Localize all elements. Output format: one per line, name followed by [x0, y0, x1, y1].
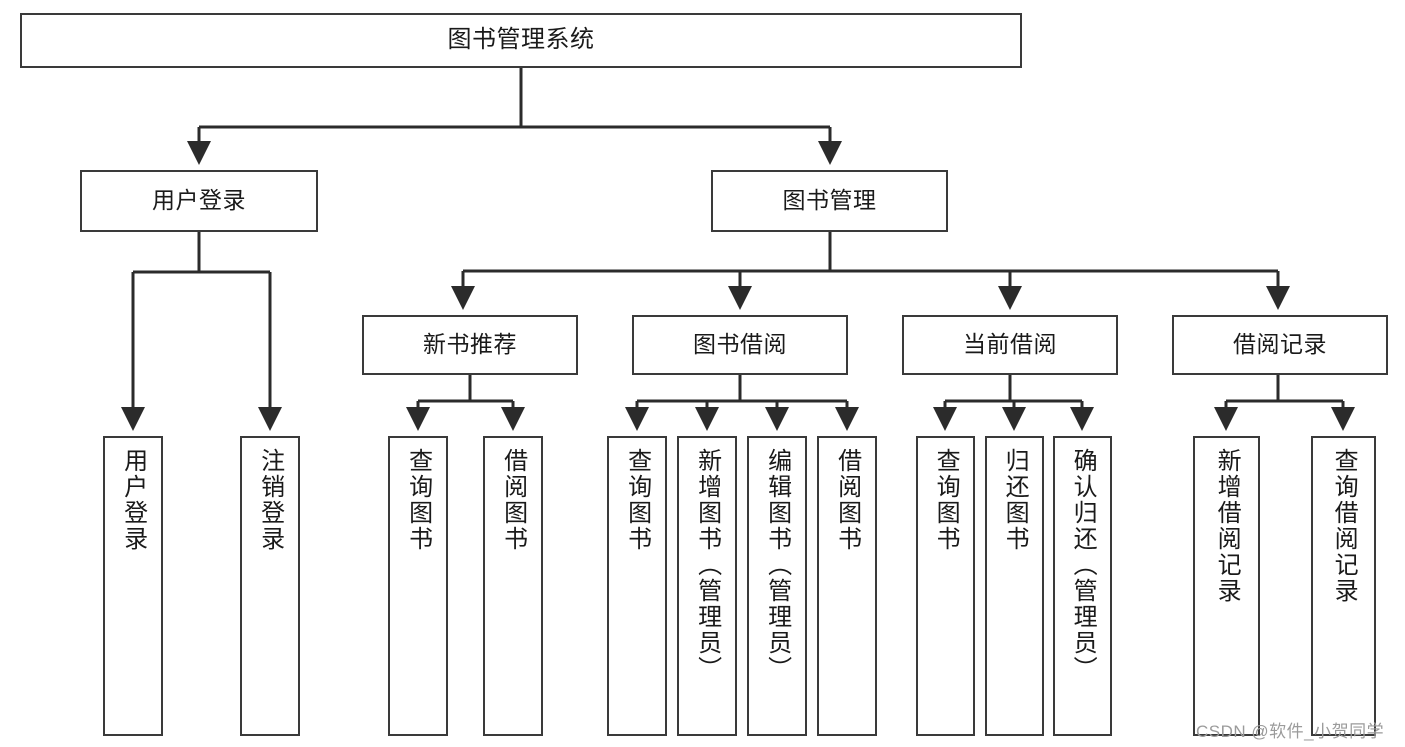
node-leaf-query-book-3-label: 查询图书 [932, 448, 960, 552]
node-user-login-label: 用户登录 [152, 187, 246, 214]
node-leaf-add-book[interactable]: 新增图书（管理员） [677, 436, 737, 736]
node-leaf-query-book-3[interactable]: 查询图书 [916, 436, 975, 736]
node-leaf-query-book-1-label: 查询图书 [404, 448, 432, 552]
node-leaf-add-record-label: 新增借阅记录 [1213, 448, 1241, 604]
node-leaf-add-record[interactable]: 新增借阅记录 [1193, 436, 1260, 736]
node-borrow-record-label: 借阅记录 [1233, 331, 1327, 358]
node-new-book-rec-label: 新书推荐 [423, 331, 517, 358]
node-new-book-rec[interactable]: 新书推荐 [362, 315, 578, 375]
node-current-borrow-label: 当前借阅 [963, 331, 1057, 358]
node-borrow-record[interactable]: 借阅记录 [1172, 315, 1388, 375]
node-leaf-query-record-label: 查询借阅记录 [1330, 448, 1358, 604]
node-book-borrow[interactable]: 图书借阅 [632, 315, 848, 375]
node-leaf-query-record[interactable]: 查询借阅记录 [1311, 436, 1376, 736]
node-leaf-query-book-2-label: 查询图书 [623, 448, 651, 552]
node-leaf-logout-label: 注销登录 [256, 448, 284, 552]
node-leaf-user-login[interactable]: 用户登录 [103, 436, 163, 736]
watermark: CSDN @软件_小贺同学 [1196, 717, 1384, 742]
node-leaf-logout[interactable]: 注销登录 [240, 436, 300, 736]
node-book-manage-label: 图书管理 [782, 187, 877, 214]
node-leaf-user-login-label: 用户登录 [119, 448, 147, 552]
node-current-borrow[interactable]: 当前借阅 [902, 315, 1118, 375]
node-leaf-add-book-label: 新增图书（管理员） [693, 448, 721, 682]
node-user-login[interactable]: 用户登录 [80, 170, 318, 232]
node-leaf-edit-book-label: 编辑图书（管理员） [763, 448, 791, 682]
node-leaf-return-book[interactable]: 归还图书 [985, 436, 1044, 736]
node-root-label: 图书管理系统 [447, 26, 595, 54]
node-leaf-borrow-book-1[interactable]: 借阅图书 [483, 436, 543, 736]
node-leaf-borrow-book-2-label: 借阅图书 [833, 448, 861, 552]
node-leaf-borrow-book-1-label: 借阅图书 [499, 448, 527, 552]
node-book-borrow-label: 图书借阅 [693, 331, 787, 358]
node-leaf-confirm-return[interactable]: 确认归还（管理员） [1053, 436, 1112, 736]
node-root[interactable]: 图书管理系统 [20, 13, 1022, 68]
node-leaf-edit-book[interactable]: 编辑图书（管理员） [747, 436, 807, 736]
node-leaf-borrow-book-2[interactable]: 借阅图书 [817, 436, 877, 736]
node-leaf-query-book-1[interactable]: 查询图书 [388, 436, 448, 736]
node-leaf-confirm-return-label: 确认归还（管理员） [1069, 448, 1097, 682]
watermark-text: CSDN @软件_小贺同学 [1196, 722, 1385, 741]
node-book-manage[interactable]: 图书管理 [711, 170, 948, 232]
node-leaf-query-book-2[interactable]: 查询图书 [607, 436, 667, 736]
node-leaf-return-book-label: 归还图书 [1001, 448, 1029, 552]
